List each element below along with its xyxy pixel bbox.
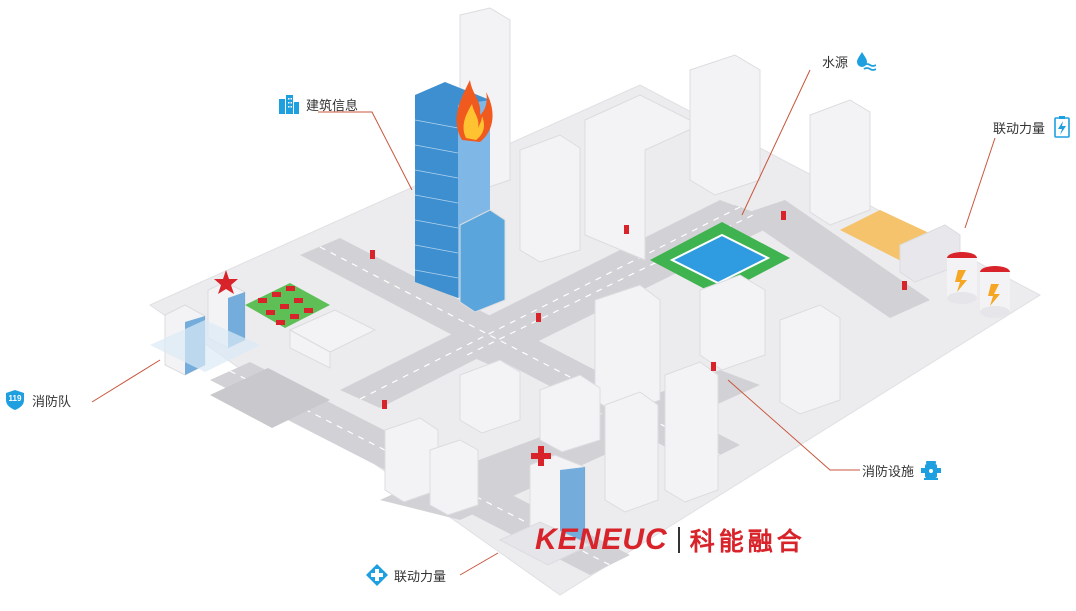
logo-latin-text: KENEUC bbox=[535, 523, 668, 556]
brand-logo: KENEUC 科能融合 bbox=[535, 520, 806, 560]
hospital-cross bbox=[531, 446, 551, 466]
callout-fire-brigade: 119 消防队 bbox=[4, 389, 71, 411]
label-linkage-power-bottom: 联动力量 bbox=[394, 568, 447, 584]
hospital-building bbox=[498, 454, 592, 566]
water-drop-icon bbox=[854, 50, 877, 72]
badge-119: 119 bbox=[8, 394, 22, 403]
label-building-info: 建筑信息 bbox=[306, 97, 359, 113]
label-fire-brigade: 消防队 bbox=[32, 393, 72, 409]
fire-hydrant-icon bbox=[920, 459, 942, 481]
callout-fire-facility: 消防设施 bbox=[862, 459, 942, 481]
fire-station-star bbox=[214, 270, 238, 294]
power-lightning-icon bbox=[1051, 116, 1073, 138]
callout-linkage-power-top: 联动力量 bbox=[993, 116, 1073, 138]
callout-water-source: 水源 bbox=[822, 50, 877, 72]
glass-tower bbox=[459, 209, 506, 313]
power-plant bbox=[840, 210, 1010, 318]
fire-hydrants bbox=[370, 211, 907, 409]
callout-linkage-power-bottom: 联动力量 bbox=[366, 564, 446, 586]
callout-building-info: 建筑信息 bbox=[278, 93, 358, 115]
fire-station-buildings bbox=[150, 281, 260, 376]
label-water-source: 水源 bbox=[822, 54, 849, 70]
logo-divider bbox=[677, 527, 680, 553]
label-linkage-power-top: 联动力量 bbox=[993, 120, 1046, 136]
buildings-icon bbox=[278, 93, 300, 115]
fire-119-shield-icon: 119 bbox=[4, 389, 26, 411]
medical-cross-icon bbox=[366, 564, 388, 586]
park-pool bbox=[669, 233, 771, 285]
logo-chinese-text: 科能融合 bbox=[689, 527, 806, 556]
fire-trucks bbox=[258, 286, 313, 325]
label-fire-facility: 消防设施 bbox=[862, 463, 915, 479]
fire-flame bbox=[456, 80, 493, 142]
callout-leader-lines bbox=[91, 69, 996, 576]
parking-lot bbox=[210, 368, 330, 428]
